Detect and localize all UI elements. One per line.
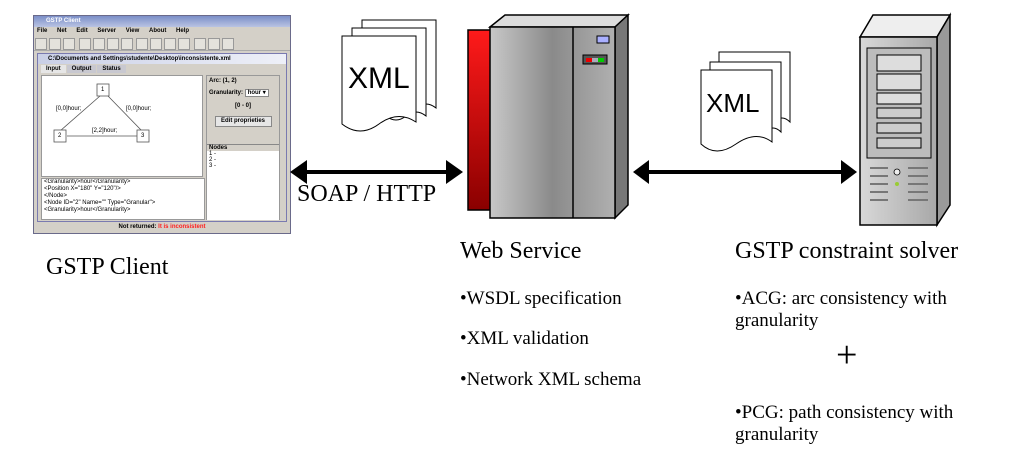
menu-edit[interactable]: Edit [76,28,88,34]
xml-document-label: XML [706,88,760,118]
granularity-select[interactable]: hour ▾ [244,89,269,97]
edge-label: [0,0]hour; [56,106,82,112]
tab-input[interactable]: Input [41,65,66,73]
node-list-item[interactable]: 3 - [209,163,217,169]
status-message: It is inconsistent [158,224,206,230]
web-service-bullet: •XML validation [460,328,589,349]
node-list-item[interactable]: 1 - [209,151,217,157]
node-list-item[interactable]: 2 - [209,157,217,163]
delete-icon[interactable] [178,38,191,50]
zoom-fit-icon[interactable] [222,38,235,50]
menu-file[interactable]: File [37,28,48,34]
copy-icon[interactable] [150,38,163,50]
interval-value: [0 - 0] [234,103,251,109]
web-service-label: Web Service [460,238,582,264]
edit-properties-button[interactable]: Edit proprieties [214,116,272,127]
granularity-label: Granularity: [209,90,244,96]
soap-arrow [290,160,463,184]
web-service-bullet: •Network XML schema [460,369,642,390]
graph-canvas[interactable]: 1 2 3 [0,0]hour; [0,0]hour; [2,2]hour; [41,75,203,177]
menu-bar: File Net Edit Server View About Help [34,27,290,36]
add-node-icon[interactable] [106,38,119,50]
node-1 [96,83,110,97]
web-service-bullet: •WSDL specification [460,288,622,309]
node-2 [53,129,67,143]
xml-line: <Granularity>hour</Granularity> [44,179,131,185]
open-icon[interactable] [49,38,61,50]
solver-bullet-acg: •ACG: arc consistency with granularity [735,288,947,331]
xml-line: <Node ID="2" Name="" Type="Granular"> [44,200,156,206]
menu-net[interactable]: Net [57,28,67,34]
save-icon[interactable] [63,38,75,50]
arc-title: Arc: (1, 2) [209,78,237,84]
plus-sign: + [836,334,858,376]
edge-1-2 [59,95,101,132]
window-titlebar: GSTP Client [34,16,290,27]
xml-text-area[interactable]: <Granularity>hour</Granularity> <Positio… [41,178,205,220]
node-2-label: 2 [58,133,62,139]
granularity-value: hour [247,90,262,96]
tab-output[interactable]: Output [66,65,97,73]
properties-panel: Arc: (1, 2) Granularity: hour ▾ [0 - 0] … [206,75,280,220]
gstp-client-window: GSTP Client File Net Edit Server View Ab… [33,15,291,234]
menu-view[interactable]: View [125,28,140,34]
new-icon[interactable] [35,38,47,50]
zoom-in-icon[interactable] [194,38,207,50]
solver-arrow [633,160,857,184]
xml-line: </Node> [44,193,68,199]
xml-line: <Granularity>hour</Granularity> [44,207,131,213]
client-label: GSTP Client [46,254,169,280]
menu-help[interactable]: Help [175,28,189,34]
xml-line: <Position X="180" Y="120"/> [44,186,121,192]
node-1-label: 1 [101,87,105,93]
solver-server-icon [858,12,952,228]
xml-document-label: XML [348,62,410,95]
edge-label: [0,0]hour; [126,106,152,112]
status-bar: Not returned: It is inconsistent [34,222,290,233]
nodes-title: Nodes [207,145,279,151]
paste-icon[interactable] [164,38,177,50]
solver-bullet-pcg: •PCG: path consistency with granularity [735,402,954,445]
xml-document-icon [700,51,791,152]
protocol-label: SOAP / HTTP [297,181,437,207]
zoom-out-icon[interactable] [208,38,221,50]
document-frame: C:\Documents and Settings\studente\Deskt… [37,53,287,222]
tab-status[interactable]: Status [97,65,126,73]
node-3 [136,129,150,143]
menu-server[interactable]: Server [97,28,117,34]
status-prefix: Not returned: [118,224,157,230]
xml-document-icon [341,19,437,132]
select-icon[interactable] [78,38,91,50]
web-service-server-icon [467,13,630,220]
edge-1-3 [107,95,143,132]
solver-label: GSTP constraint solver [735,238,959,264]
document-path: C:\Documents and Settings\studente\Deskt… [38,54,286,64]
add-arc-icon[interactable] [120,38,133,50]
toolbar [34,36,290,51]
node-3-label: 3 [141,133,145,139]
menu-about[interactable]: About [148,28,167,34]
cut-icon[interactable] [136,38,149,50]
hand-icon[interactable] [92,38,105,50]
edge-label: [2,2]hour; [92,128,118,134]
